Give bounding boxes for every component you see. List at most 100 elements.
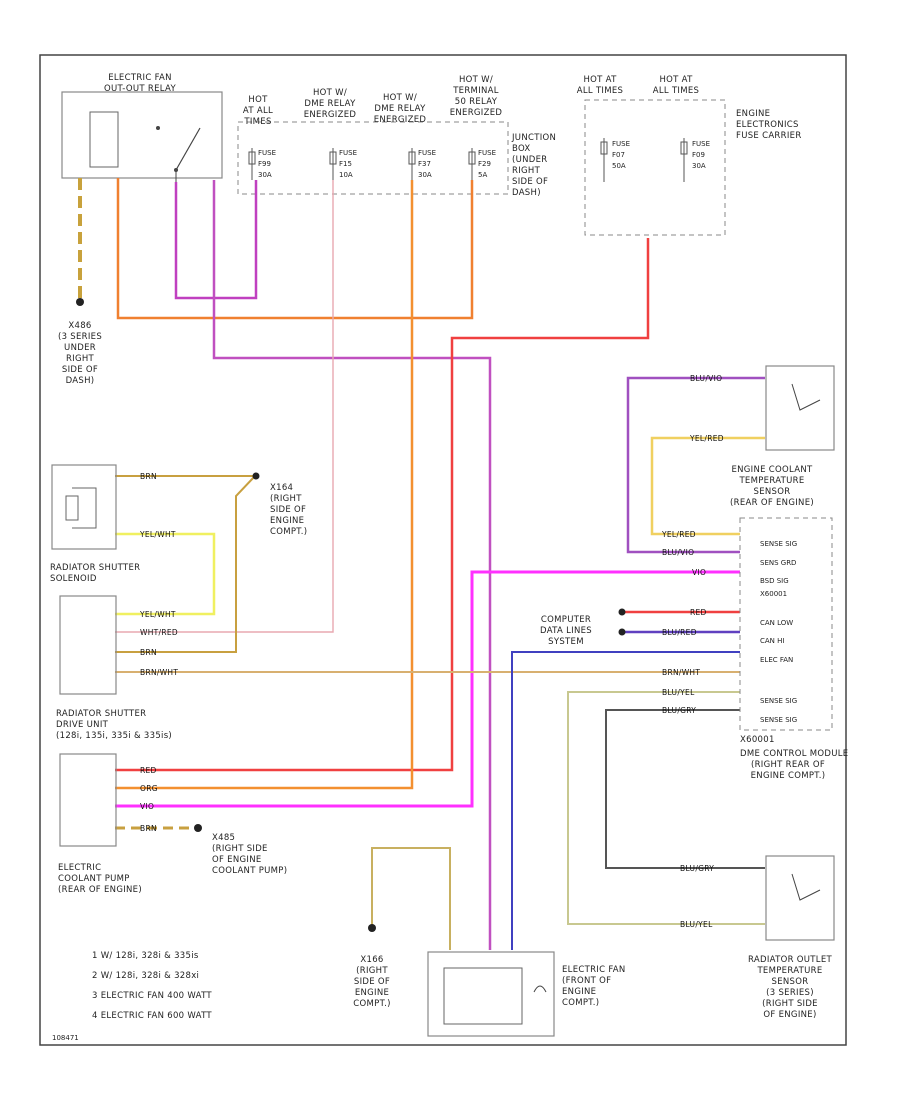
x164-l3: SIDE OF: [270, 505, 306, 515]
wire-violet-bus: [174, 180, 258, 300]
fuse-f4-l1: FUSE: [478, 149, 496, 157]
fuse-f6-l2: F09: [692, 151, 705, 159]
fuse-symbols: [248, 138, 688, 182]
dme-pin-7: SENSE SIG: [760, 697, 797, 705]
engine-fuse-carrier-outline: [584, 99, 726, 236]
hot-d3: 50 RELAY: [455, 97, 498, 107]
hot-c2: DME RELAY: [374, 104, 426, 114]
ef-l1: ELECTRIC FAN: [562, 965, 626, 975]
rot-l6: OF ENGINE): [763, 1010, 816, 1020]
x485-l1: X485: [212, 833, 235, 843]
rot-l2: TEMPERATURE: [756, 966, 822, 976]
dme-pin-4: CAN LOW: [760, 619, 793, 627]
wl-blu-vio-2: BLU/VIO: [662, 548, 694, 557]
fuse-f1-l2: F99: [258, 160, 271, 168]
page-id: 108471: [52, 1034, 79, 1042]
wire-brn-fan-ground: [371, 847, 451, 950]
rsd-l2: DRIVE UNIT: [56, 720, 109, 730]
hot-d4: ENERGIZED: [450, 108, 503, 118]
hot-e1: HOT AT: [583, 75, 617, 85]
electric-fan-body: [427, 951, 555, 1037]
wire-orange-pump: [115, 180, 414, 790]
dl-l3: SYSTEM: [548, 637, 584, 647]
ect-l2: TEMPERATURE: [738, 476, 804, 486]
wire-yel-red-ect: [650, 436, 765, 536]
x164-l2: (RIGHT: [270, 494, 302, 504]
data-lines-label: COMPUTER DATA LINES SYSTEM: [540, 615, 592, 647]
hot-d1: HOT W/: [459, 75, 493, 85]
wl-blu-gry-2: BLU/GRY: [680, 864, 714, 873]
wl-brn-2: BRN: [140, 648, 157, 657]
ground-x164-top-label: X164 (RIGHT SIDE OF ENGINE COMPT.): [270, 483, 307, 537]
x166-l1: X166: [360, 955, 383, 965]
fuse-f3-l1: FUSE: [418, 149, 436, 157]
electric-fan-label: ELECTRIC FAN (FRONT OF ENGINE COMPT.): [562, 965, 626, 1008]
junction-box-outline: [237, 121, 509, 195]
ground-x164-point: [252, 472, 260, 480]
x485-l2: (RIGHT SIDE: [212, 844, 268, 854]
fuse-f6-l1: FUSE: [692, 140, 710, 148]
dme-pin-6: ELEC FAN: [760, 656, 793, 664]
x166-l2: (RIGHT: [356, 966, 388, 976]
dme-module-label: X60001 DME CONTROL MODULE (RIGHT REAR OF…: [740, 735, 848, 781]
dme-pin-5: CAN HI: [760, 637, 784, 645]
fuse-f6-l3: 30A: [692, 162, 706, 170]
rot-l1: RADIATOR OUTLET: [748, 955, 832, 965]
rss-l1: RADIATOR SHUTTER: [50, 563, 140, 573]
dme-pin-8: SENSE SIG: [760, 716, 797, 724]
hot-f2: ALL TIMES: [653, 86, 700, 96]
fuse-f4-l2: F29: [478, 160, 491, 168]
fuse-f4-l3: 5A: [478, 171, 487, 179]
ect-sensor-label: ENGINE COOLANT TEMPERATURE SENSOR (REAR …: [730, 465, 814, 508]
wire-blu-vio-ect: [626, 376, 765, 554]
relay-title-1: ELECTRIC FAN: [108, 73, 172, 83]
fuse-f5-l1: FUSE: [612, 140, 630, 148]
note-2: 2 W/ 128i, 328i & 328xi: [92, 971, 199, 981]
hot-b3: ENERGIZED: [304, 110, 357, 120]
ect-l4: (REAR OF ENGINE): [730, 498, 814, 508]
wl-brn-3: BRN: [140, 824, 157, 833]
dme-pin-3: BSD SIG: [760, 577, 789, 585]
ground-x486-point: [76, 298, 84, 306]
relay-title-2: OUT-OUT RELAY: [104, 84, 176, 94]
x486-l6: DASH): [66, 376, 95, 386]
wl-red-1: RED: [140, 766, 157, 775]
x164-l5: COMPT.): [270, 527, 307, 537]
wl-brn-1: BRN: [140, 472, 157, 481]
radiator-shutter-drive-body: [59, 595, 117, 695]
jb-l4: RIGHT: [512, 166, 541, 176]
rsd-l1: RADIATOR SHUTTER: [56, 709, 146, 719]
wl-vio-2: VIO: [692, 568, 706, 577]
dme-pin-2: SENS GRD: [760, 559, 796, 567]
radiator-shutter-solenoid-body: [51, 464, 117, 550]
dme-l3: ENGINE COMPT.): [751, 771, 826, 781]
rss-l2: SOLENOID: [50, 574, 97, 584]
x166-l4: ENGINE: [355, 988, 389, 998]
jb-l6: DASH): [512, 188, 541, 198]
fuse-f1-l1: FUSE: [258, 149, 276, 157]
efc-l2: ELECTRONICS: [736, 120, 799, 130]
wire-vio-bsd: [115, 570, 740, 808]
cp-l3: (REAR OF ENGINE): [58, 885, 142, 895]
dme-connector-1: X60001: [760, 590, 787, 598]
x486-l2: (3 SERIES: [58, 332, 102, 342]
dme-l1: DME CONTROL MODULE: [740, 749, 848, 759]
ect-l3: SENSOR: [754, 487, 791, 497]
wl-yel-wht-2: YEL/WHT: [139, 610, 176, 619]
x486-l5: SIDE OF: [62, 365, 98, 375]
wire-blu-fan: [511, 651, 740, 950]
hot-c3: ENERGIZED: [374, 115, 427, 125]
wl-blu-yel-1: BLU/YEL: [662, 688, 695, 697]
fuse-f5-l3: 50A: [612, 162, 626, 170]
fuse-f3-l2: F37: [418, 160, 431, 168]
dme-l2: (RIGHT REAR OF: [751, 760, 825, 770]
dl-l1: COMPUTER: [541, 615, 591, 625]
wire-yel-wht: [115, 532, 216, 616]
rot-l4: (3 SERIES): [766, 988, 814, 998]
x164-l4: ENGINE: [270, 516, 304, 526]
rot-sensor-label: RADIATOR OUTLET TEMPERATURE SENSOR (3 SE…: [748, 955, 832, 1020]
fuse-labels: FUSE F99 30A FUSE F15 10A FUSE F37 30A F…: [258, 140, 710, 179]
hot-e2: ALL TIMES: [577, 86, 624, 96]
rot-l5: (RIGHT SIDE: [762, 999, 818, 1009]
